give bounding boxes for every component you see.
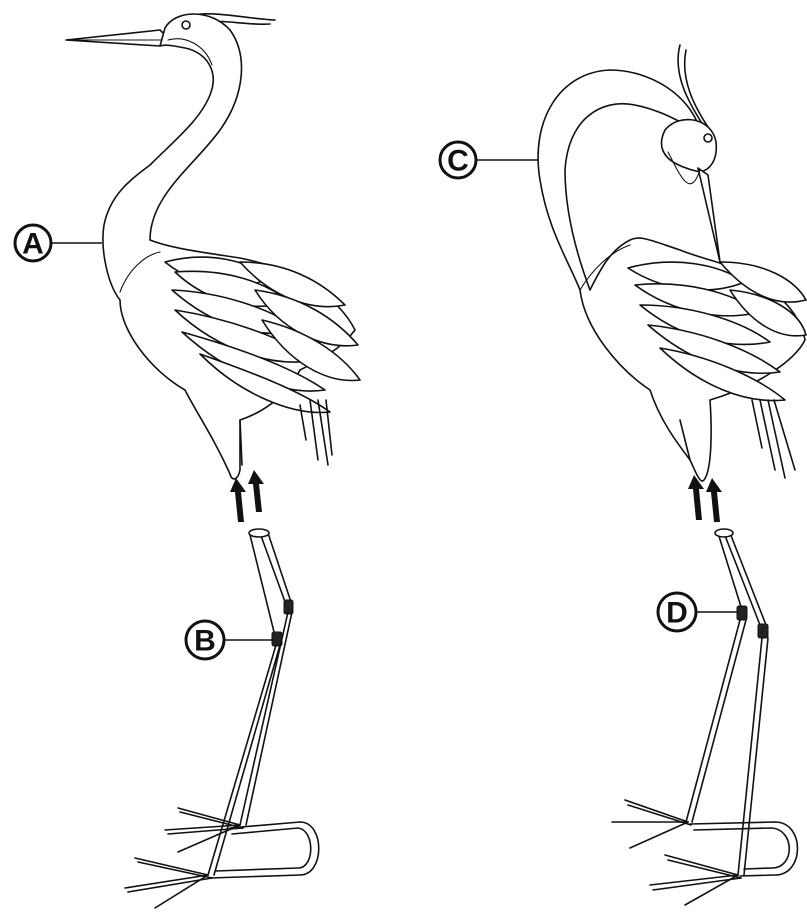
callout-d-label: D [666,597,688,630]
heron-right-eye [704,134,712,142]
heron-left-eye [182,21,190,29]
heron-right-head [662,120,717,172]
heron-right [538,45,806,522]
arrow-up-icon [688,475,722,522]
callout-d: D [658,593,738,631]
heron-right-beak [698,168,720,262]
callout-a: A [15,225,102,261]
callout-a-label: A [22,228,44,261]
heron-left [66,14,360,522]
heron-left-beak [66,30,170,46]
callout-b: B [186,621,274,659]
legs-left [125,529,319,908]
leg-joint-icon [737,606,747,620]
callout-c: C [440,142,538,178]
leg-joint-icon [758,624,768,638]
callout-b-label: B [194,625,216,658]
legs-right [612,529,798,905]
callout-c-label: C [447,145,469,178]
